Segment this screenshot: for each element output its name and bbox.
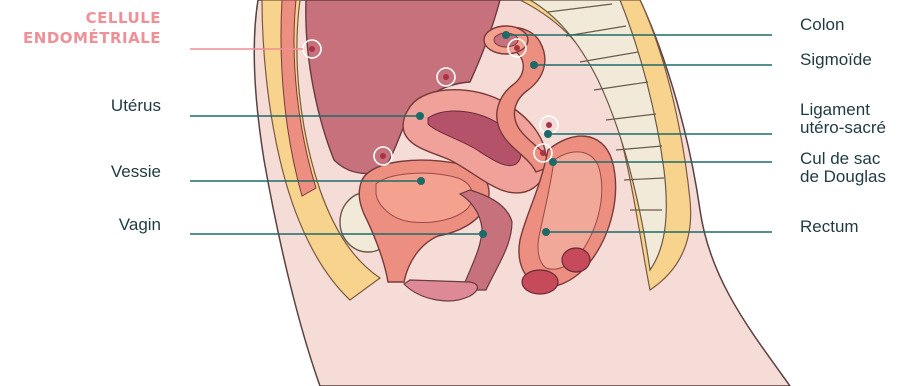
label-ligament-line2: utéro-sacré [800,119,886,137]
label-sigmoide: Sigmoïde [800,51,872,69]
label-douglas-line1: Cul de sac [800,150,886,168]
anal-canal [522,270,558,294]
label-ligament: Ligament utéro-sacré [800,101,886,137]
endometrial-cell-label: CELLULE ENDOMÉTRIALE [23,8,161,48]
perineum-pad [562,248,590,272]
label-vessie: Vessie [111,163,161,181]
label-douglas-line2: de Douglas [800,168,886,186]
label-douglas: Cul de sac de Douglas [800,150,886,186]
label-vagin: Vagin [119,216,161,234]
label-ligament-line1: Ligament [800,101,886,119]
label-uterus: Utérus [111,97,161,115]
endometrial-label-line2: ENDOMÉTRIALE [23,28,161,48]
label-colon: Colon [800,16,844,34]
label-rectum: Rectum [800,218,859,236]
endometrial-label-line1: CELLULE [23,8,161,28]
